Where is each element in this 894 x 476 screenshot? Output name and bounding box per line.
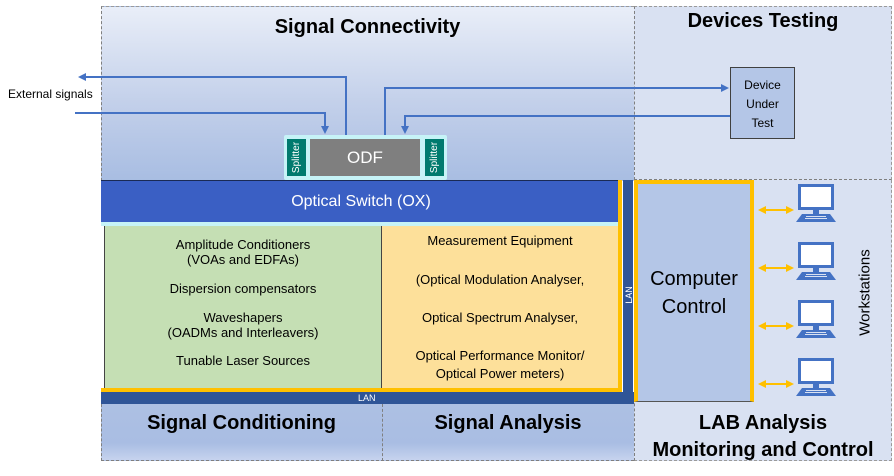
dut-line3: Test	[751, 116, 774, 130]
optical-switch-block: Optical Switch (OX)	[101, 180, 621, 223]
splitter-left: Splitter	[287, 139, 306, 176]
signal-analysis-title: Signal Analysis	[434, 412, 582, 434]
signal-conditioning-analysis-region	[101, 404, 634, 461]
signal-conditioning-panel: Amplitude Conditioners (VOAs and EDFAs) …	[104, 226, 382, 390]
devices-testing-title: Devices Testing	[687, 10, 839, 32]
computer-control-line1: Computer	[650, 267, 738, 290]
computer-control-block: Computer Control	[634, 180, 754, 402]
conditioning-item: (VOAs and EDFAs)	[187, 252, 299, 267]
signal-connectivity-title: Signal Connectivity	[274, 16, 461, 38]
conditioning-item: Tunable Laser Sources	[176, 353, 310, 368]
conditioning-item: Amplitude Conditioners	[175, 237, 311, 252]
optical-switch-edge	[101, 222, 619, 226]
splitter-right: Splitter	[425, 139, 444, 176]
analysis-item: Optical Spectrum Analyser,	[421, 310, 579, 325]
lan-label-horizontal: LAN	[358, 393, 376, 403]
workstation-icon	[796, 358, 836, 396]
device-under-test: Device Under Test	[730, 67, 795, 139]
region-divider	[382, 404, 383, 461]
computer-control-line2: Control	[661, 295, 727, 318]
analysis-item: Measurement Equipment	[427, 233, 573, 248]
lan-frame-bottom	[101, 388, 622, 392]
odf-block: ODF	[310, 139, 420, 176]
workstation-icon	[796, 300, 836, 338]
lan-frame-right	[618, 180, 622, 392]
conditioning-item: (OADMs and Interleavers)	[167, 325, 319, 340]
signal-line-to-dut	[384, 84, 729, 135]
workstation-icon	[796, 184, 836, 222]
signal-line-outgoing	[78, 73, 347, 135]
lab-title-line2: Monitoring and Control	[652, 439, 874, 461]
external-signals-label: External signals	[8, 87, 93, 101]
analysis-item: Optical Performance Monitor/	[415, 348, 585, 363]
signal-conditioning-title: Signal Conditioning	[147, 412, 336, 434]
dut-line1: Device	[744, 78, 781, 92]
workstation-icon	[796, 242, 836, 280]
signal-line-from-dut	[401, 115, 730, 134]
analysis-item: Optical Power meters)	[435, 366, 565, 381]
signal-analysis-panel: Measurement Equipment (Optical Modulatio…	[382, 226, 618, 390]
signal-line-incoming	[75, 112, 329, 134]
lab-analysis-title: LAB Analysis Monitoring and Control	[634, 410, 892, 464]
dut-line2: Under	[746, 97, 779, 111]
analysis-item: (Optical Modulation Analyser,	[415, 272, 585, 287]
lab-title-line1: LAB Analysis	[698, 412, 828, 434]
conditioning-item: Dispersion compensators	[169, 281, 317, 296]
lan-bus-horizontal	[101, 392, 634, 404]
lan-bus-vertical	[623, 180, 633, 404]
conditioning-item: Waveshapers	[203, 310, 283, 325]
